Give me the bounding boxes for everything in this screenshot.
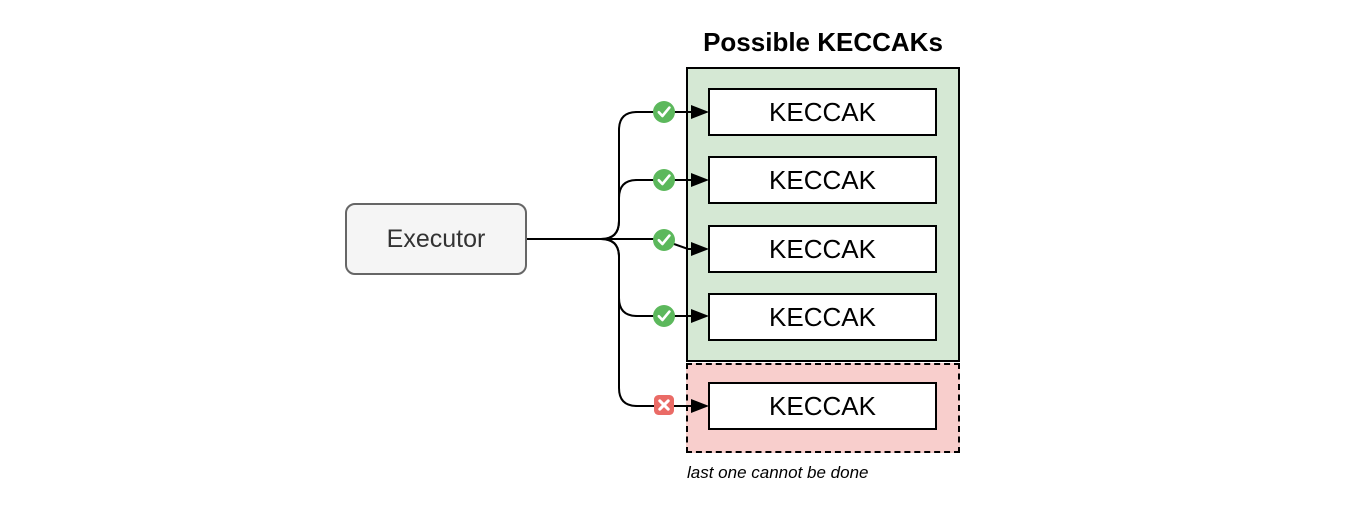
check-circle-icon [653,169,675,191]
connector-row-3 [527,238,692,250]
cross-square-icon [654,395,674,415]
check-circle-icon [653,305,675,327]
keccak-box-4: KECCAK [708,293,937,341]
keccak-box-2: KECCAK [708,156,937,204]
executor-box: Executor [345,203,527,275]
diagram-title: Possible KECCAKs [703,27,943,57]
check-circle-icon [653,229,675,251]
keccak-box-3: KECCAK [708,225,937,273]
connector-lines [527,111,692,407]
connector-row-4 [527,238,692,317]
connector-row-1 [527,111,692,240]
connector-row-5 [527,238,692,407]
keccak-box-5: KECCAK [708,382,937,430]
check-circle-icon [653,101,675,123]
keccak-box-1: KECCAK [708,88,937,136]
impossible-caption: last one cannot be done [687,463,869,482]
connector-row-2 [527,179,692,240]
